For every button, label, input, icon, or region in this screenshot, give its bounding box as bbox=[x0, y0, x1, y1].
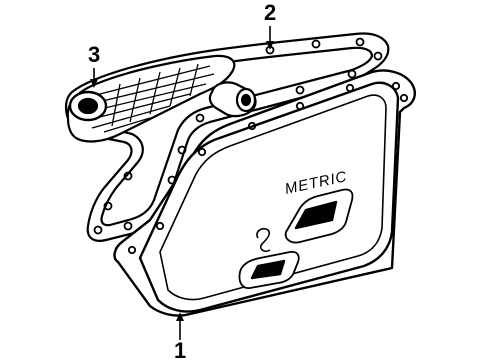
callout-3-label: 3 bbox=[88, 42, 100, 67]
callout-2-label: 2 bbox=[264, 0, 276, 25]
callout-1: 1 bbox=[174, 312, 186, 360]
callout-3: 3 bbox=[88, 42, 100, 88]
callout-3-arrow bbox=[90, 79, 98, 88]
callout-2-arrow bbox=[266, 41, 274, 50]
oil-pan bbox=[113, 69, 416, 317]
callout-1-label: 1 bbox=[174, 338, 186, 360]
callout-2: 2 bbox=[264, 0, 276, 50]
transmission-filter bbox=[66, 54, 257, 143]
callout-1-arrow bbox=[176, 312, 184, 321]
